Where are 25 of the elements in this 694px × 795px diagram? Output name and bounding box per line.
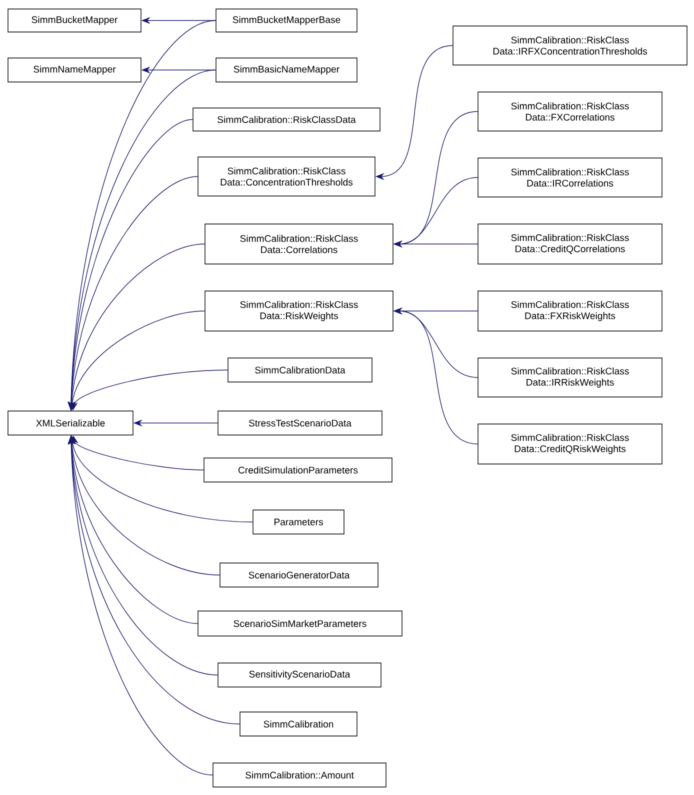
class-box: CreditSimulationParameters xyxy=(204,458,392,482)
class-box: SimmCalibration::RiskClass Data::Correlations xyxy=(204,224,394,264)
class-box: ScenarioGeneratorData xyxy=(220,562,378,588)
class-box: SensitivityScenarioData xyxy=(218,662,382,688)
class-box: SimmCalibration::RiskClass Data::IRRiskWeights xyxy=(478,358,662,398)
class-box: SimmCalibration::RiskClass Data::IRCorrelations xyxy=(478,158,662,198)
class-box: SimmCalibration::RiskClass Data::RiskWeights xyxy=(204,290,394,332)
class-box: StressTestScenarioData xyxy=(218,410,382,436)
class-box: SimmCalibrationData xyxy=(228,358,372,382)
class-box: Parameters xyxy=(252,510,344,534)
class-box: SimmBucketMapperBase xyxy=(216,8,358,32)
class-box: SimmCalibration::RiskClass Data::IRFXConcentrationThresholds xyxy=(452,26,688,66)
class-box: SimmCalibration xyxy=(240,712,358,736)
class-box: SimmCalibration::RiskClassData xyxy=(192,108,380,132)
class-box: ScenarioSimMarketParameters xyxy=(198,610,402,636)
class-box: SimmBucketMapper xyxy=(8,8,142,32)
class-box: SimmNameMapper xyxy=(8,58,142,82)
class-box: XMLSerializable xyxy=(8,410,134,436)
class-box: SimmCalibration::RiskClass Data::FXRiskWeights xyxy=(478,290,662,332)
class-box: SimmCalibration::RiskClass Data::CreditQCorrelations xyxy=(478,224,662,264)
class-box: SimmCalibration::RiskClass Data::CreditQRiskWeights xyxy=(478,424,662,464)
class-box: SimmCalibration::RiskClass Data::ConcentrationThresholds xyxy=(198,156,376,196)
class-box: SimmCalibration::RiskClass Data::FXCorrelations xyxy=(478,92,662,132)
class-box: SimmBasicNameMapper xyxy=(216,58,358,82)
class-box: SimmCalibration::Amount xyxy=(212,762,386,788)
